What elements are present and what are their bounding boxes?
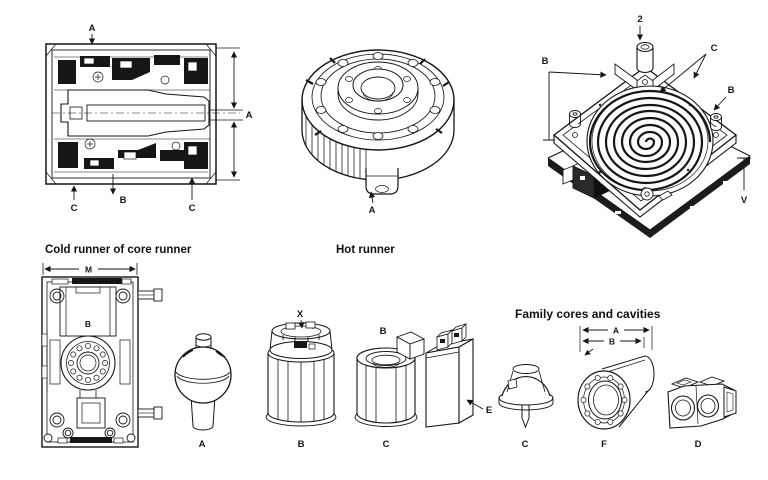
family-dome-drawing: C — [498, 364, 554, 450]
label-core-box-side: E — [486, 405, 492, 416]
label-cross-bottom-center: B — [120, 195, 127, 206]
label-core-sphere: A — [199, 439, 206, 450]
hot-runner-drawing: A — [301, 49, 455, 216]
label-family-flanged-dim-b: B — [609, 337, 615, 347]
label-cross-top: A — [89, 23, 96, 34]
core-cylinder-drawing: B C — [354, 326, 426, 450]
caption-hot-runner: Hot runner — [336, 244, 395, 256]
label-core-canister-top: X — [297, 309, 304, 320]
label-family-dome: C — [522, 439, 529, 450]
label-spiral-height: V — [741, 195, 748, 206]
label-family-flanged: F — [601, 439, 607, 450]
mold-plate-drawing: M B — [41, 263, 163, 448]
label-plate-center: B — [85, 319, 91, 329]
family-flanged-drawing: A B F — [577, 326, 655, 450]
label-spiral-pin: 2 — [637, 14, 642, 25]
label-spiral-corner: C — [711, 43, 718, 54]
core-box-drawing: E — [425, 323, 492, 428]
cross-section-drawing: A A C B C — [45, 23, 253, 214]
label-plate-width: M — [85, 265, 92, 275]
caption-cold-runner: Cold runner of core runner — [45, 244, 192, 256]
label-cross-side: A — [246, 110, 253, 121]
core-sphere-drawing: A — [174, 333, 232, 450]
core-canister-drawing: X B — [265, 309, 337, 450]
label-hot-runner-nozzle: A — [369, 205, 376, 216]
label-cross-bottom-right: C — [189, 203, 196, 214]
label-core-cylinder-top: B — [380, 326, 387, 337]
label-spiral-left: B — [542, 56, 549, 67]
label-spiral-right: B — [728, 85, 735, 96]
family-block-drawing: D — [667, 376, 737, 450]
spiral-plate-drawing: 2 C B B V — [542, 14, 751, 238]
label-core-canister: B — [298, 439, 305, 450]
label-core-cylinder: C — [383, 439, 390, 450]
caption-family: Family cores and cavities — [515, 307, 661, 321]
label-family-block: D — [695, 439, 702, 450]
label-family-flanged-dim-a: A — [613, 326, 619, 336]
label-cross-bottom-left: C — [71, 203, 78, 214]
